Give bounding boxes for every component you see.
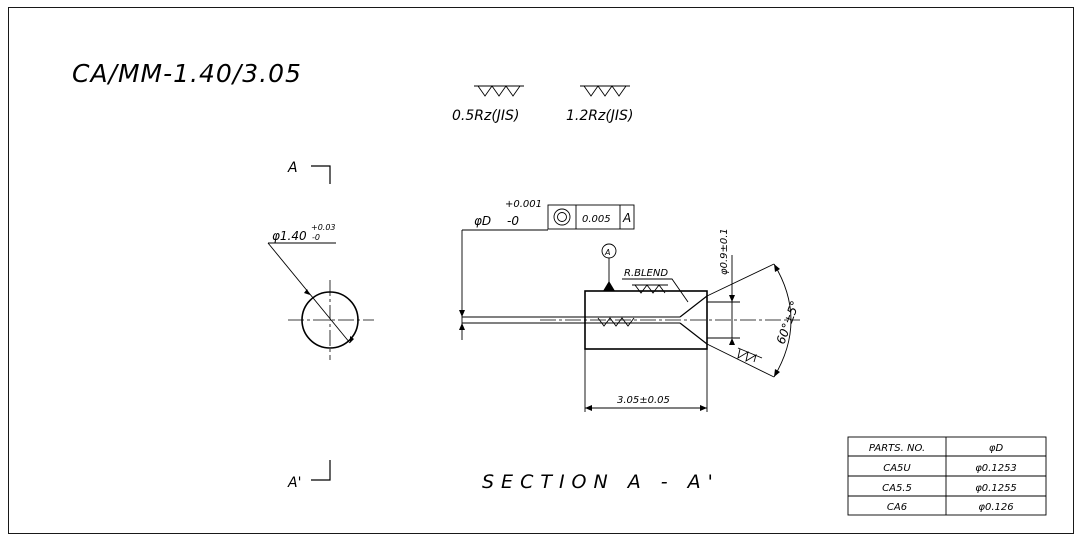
- datum-marker-letter: A: [604, 248, 610, 257]
- end-view: [267, 242, 374, 360]
- fcf-value: 0.005: [582, 214, 611, 225]
- cone-dim-arrow-bottom: [729, 338, 735, 345]
- end-view-arrow-1: [304, 289, 310, 295]
- surface-finish-label-1: 0.5Rz(JIS): [452, 108, 519, 124]
- parts-table-cell-r2c1: CA5.5: [882, 483, 912, 494]
- parts-table-cell-r1c1: CA5U: [883, 463, 911, 474]
- surface-finish-label-2: 1.2Rz(JIS): [566, 108, 633, 124]
- surface-finish-symbol-medium: [580, 85, 630, 97]
- datum-triangle: [603, 281, 615, 291]
- length-label: 3.05±0.05: [617, 395, 670, 406]
- bore-label: φD: [474, 214, 491, 228]
- length-dim-arrow-right: [700, 405, 707, 411]
- surface-finish-symbol-fine: [474, 85, 524, 97]
- fcf-frame: [547, 204, 635, 230]
- bore-finish-symbol: [597, 317, 635, 327]
- cone-dim-arrow-top: [729, 295, 735, 302]
- section-mark-top: A: [287, 160, 298, 176]
- concentricity-icon: [553, 208, 571, 226]
- fcf-datum: A: [622, 211, 631, 225]
- cone-angle-arrow-top: [774, 264, 780, 272]
- blend-label: R.BLEND: [624, 268, 668, 279]
- parts-table-cell-r2c2: φ0.1255: [975, 483, 1017, 494]
- parts-table-header-diameter: φD: [989, 443, 1004, 454]
- cone-taper: [679, 295, 708, 345]
- side-view: [459, 204, 800, 412]
- end-view-tol-lower: -0: [312, 233, 320, 242]
- cone-angle-arc: [773, 263, 792, 378]
- drawing-border: [8, 7, 1074, 534]
- cone-finish-symbol: [737, 347, 763, 363]
- bore-dim-extension: [461, 229, 548, 340]
- bore-dim-arrow-top: [459, 310, 465, 317]
- blend-finish-symbol: [632, 284, 668, 294]
- section-mark-bottom: A': [287, 475, 301, 491]
- end-view-diameter-label: φ1.40: [272, 229, 307, 243]
- parts-table-header-partno: PARTS. NO.: [869, 443, 925, 454]
- cone-angle-extension: [706, 263, 775, 378]
- blend-leader: [622, 278, 689, 303]
- bore-dim-arrow-bottom: [459, 323, 465, 330]
- parts-table-cell-r3c1: CA6: [887, 502, 907, 513]
- parts-table-cell-r1c2: φ0.1253: [975, 463, 1017, 474]
- cone-angle-label: 60°±5°: [774, 299, 803, 346]
- end-view-tol-upper: +0.03: [311, 223, 336, 232]
- section-caption: SECTION A - A': [482, 471, 720, 493]
- cone-angle-arrow-bottom: [774, 369, 780, 377]
- section-mark-top-bracket: [311, 165, 331, 184]
- cone-diameter-label: φ0.9±0.1: [719, 228, 730, 275]
- concentricity-icon-inner: [557, 212, 567, 222]
- bore-tol-lower: -0: [507, 214, 519, 228]
- drawing-title: CA/MM-1.40/3.05: [72, 59, 302, 88]
- parts-table: [847, 436, 1047, 516]
- end-view-arrow-2: [350, 336, 354, 343]
- section-mark-bottom-bracket: [311, 460, 331, 481]
- bore-tol-upper: +0.001: [505, 199, 542, 210]
- length-dim-arrow-left: [585, 405, 592, 411]
- length-dim-extension: [584, 349, 708, 412]
- parts-table-cell-r3c2: φ0.126: [978, 502, 1013, 513]
